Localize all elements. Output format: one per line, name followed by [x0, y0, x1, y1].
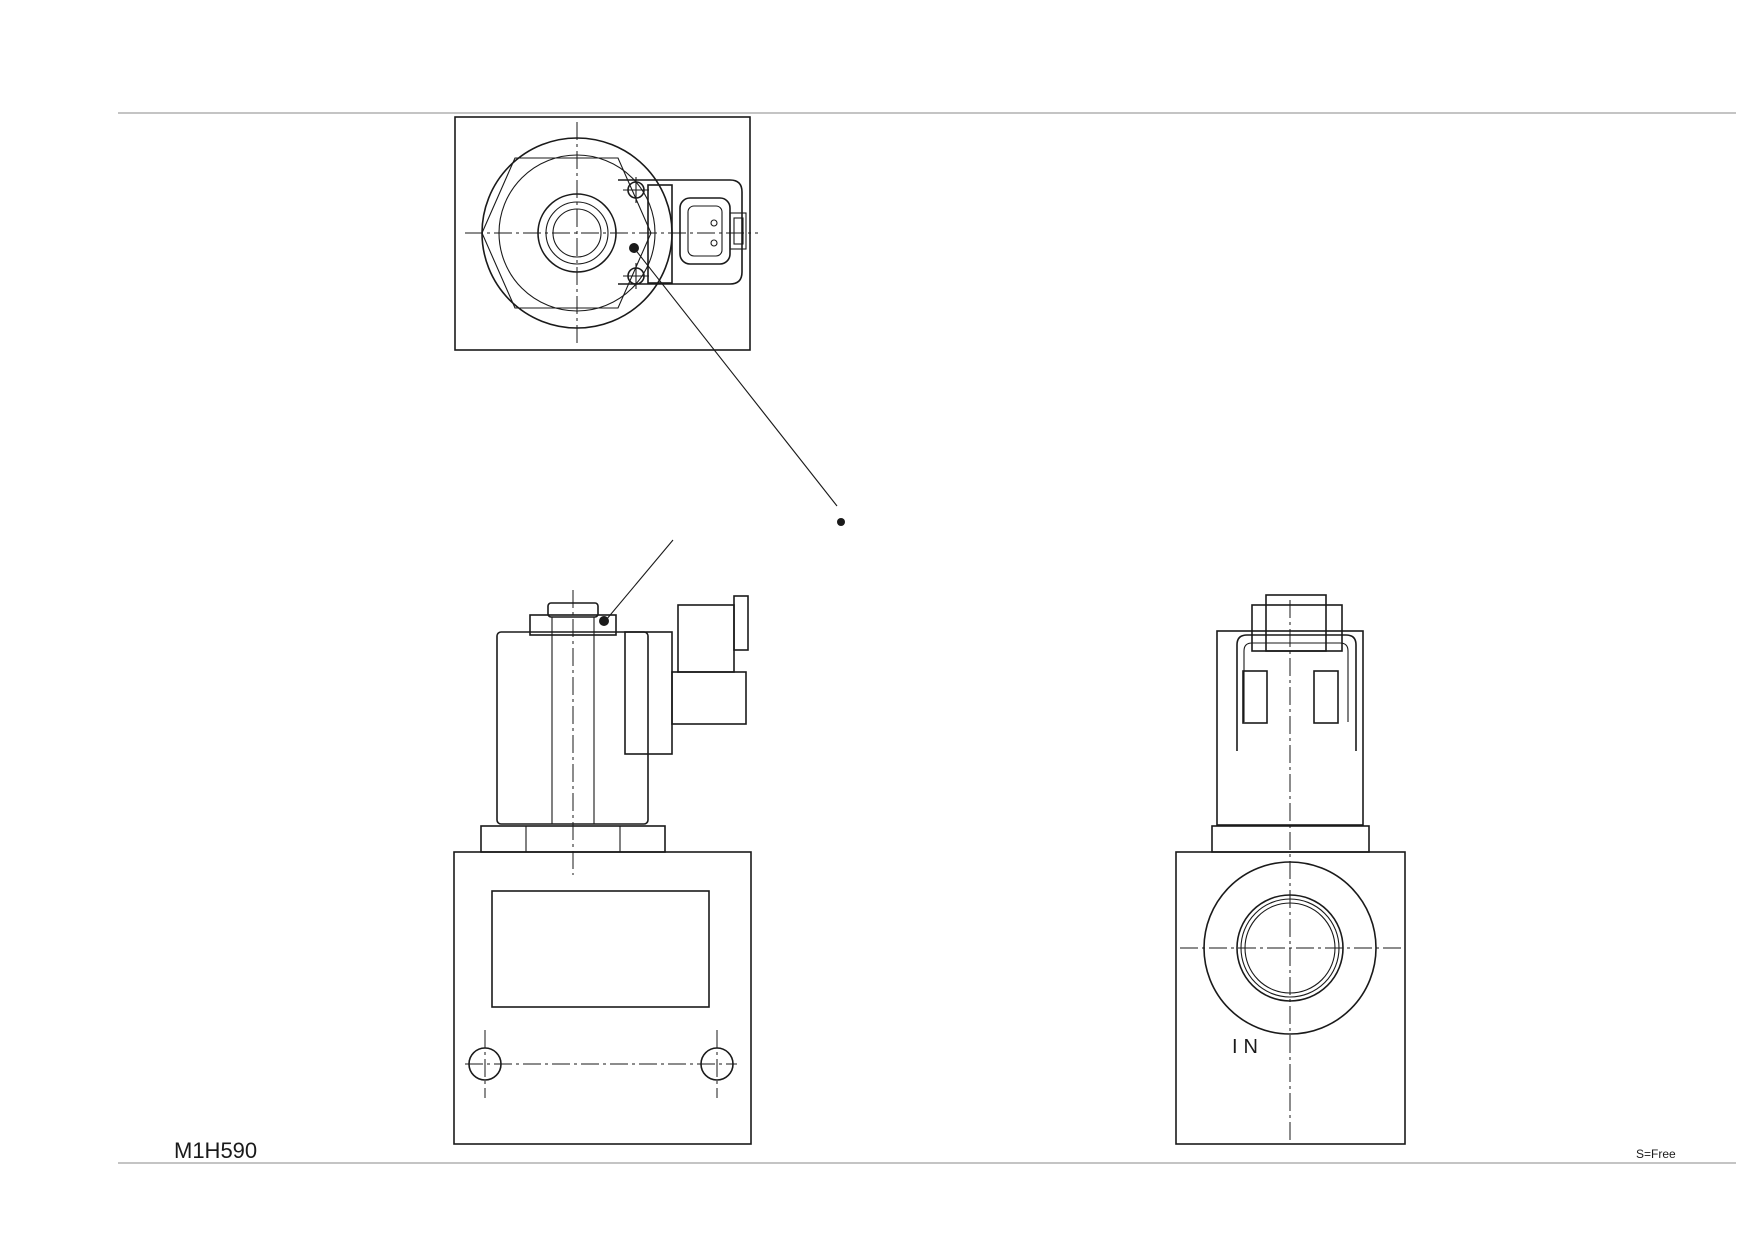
- front-view: [453, 539, 752, 1145]
- scale-label: S=Free: [1636, 1147, 1676, 1161]
- top-view: [454, 116, 845, 526]
- port-label: IN: [1232, 1036, 1264, 1058]
- leader-end-dot: [837, 518, 845, 526]
- side-view: IN: [1175, 594, 1406, 1145]
- drawing-code: M1H590: [174, 1138, 257, 1163]
- leader-dot-front: [599, 616, 609, 626]
